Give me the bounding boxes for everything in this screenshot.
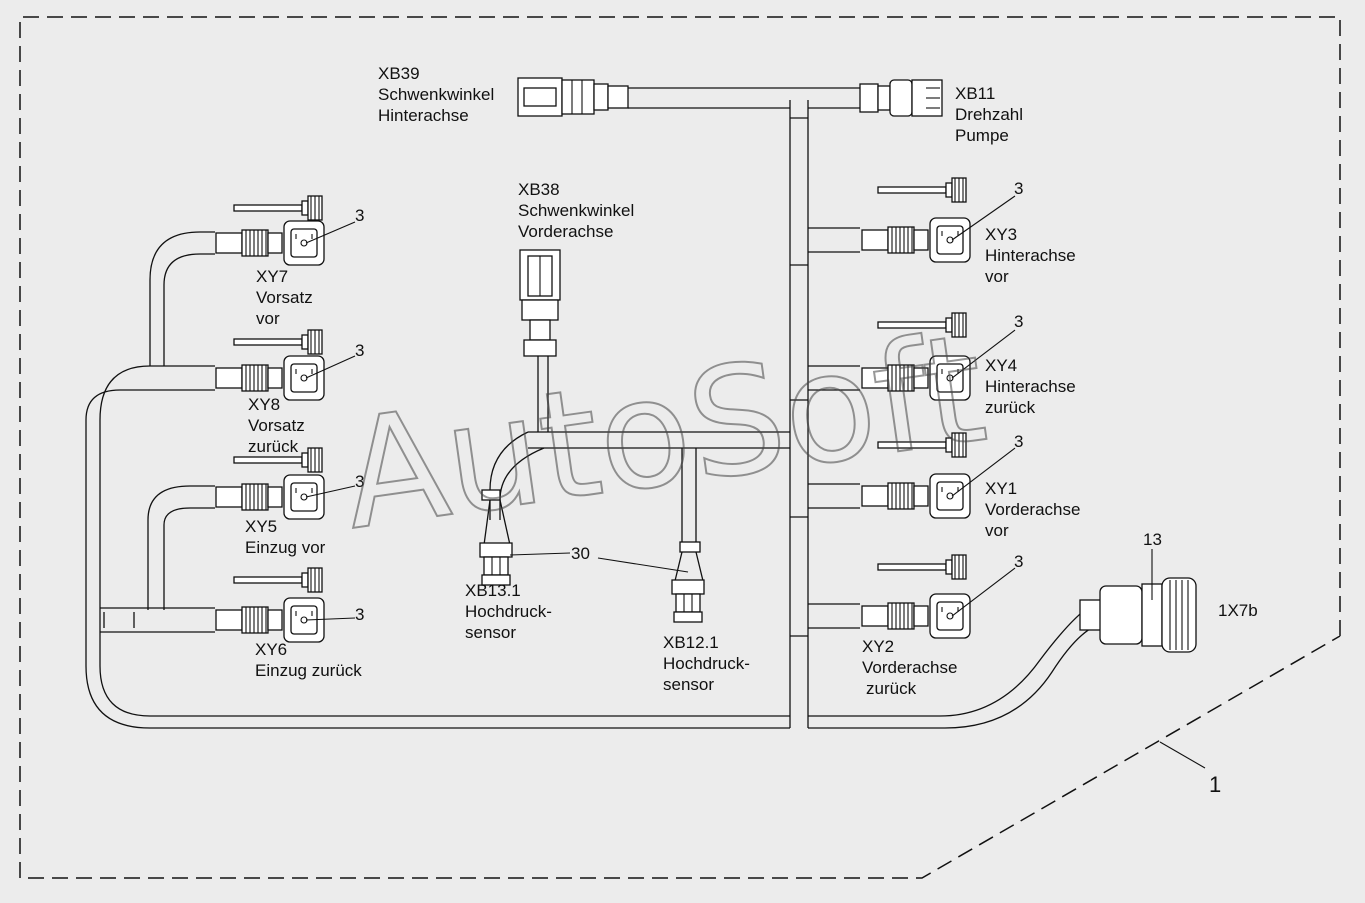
xy8-valve-plug xyxy=(215,355,325,401)
xb38-line2: Vorderachse xyxy=(518,222,613,241)
xb13-1-line1: Hochdruck- xyxy=(465,602,552,621)
xy7-desc2: vor xyxy=(256,309,280,328)
callout-1: 1 xyxy=(1209,772,1221,797)
xy7-id: XY7 xyxy=(256,267,288,286)
xy7-valve-plug xyxy=(215,220,325,266)
xb11-line2: Pumpe xyxy=(955,126,1009,145)
leader-lines xyxy=(305,195,1206,769)
xy4-id: XY4 xyxy=(985,356,1017,375)
xy7-desc1: Vorsatz xyxy=(256,288,313,307)
xy3-valve-plug xyxy=(861,217,971,263)
xb11-connector xyxy=(859,79,943,117)
xy5-desc1: Einzug vor xyxy=(245,538,326,557)
xy4-desc1: Hinterachse xyxy=(985,377,1076,396)
watermark: AutoSoft xyxy=(333,302,995,564)
xy5-id: XY5 xyxy=(245,517,277,536)
xb12-1-sensor xyxy=(671,579,705,623)
callout-3-xy4: 3 xyxy=(1014,312,1023,331)
xy8-desc1: Vorsatz xyxy=(248,416,305,435)
1x7b-round-plug xyxy=(1079,577,1197,653)
xy4-desc2: zurück xyxy=(985,398,1036,417)
xy6-desc1: Einzug zurück xyxy=(255,661,362,680)
xb11-id: XB11 xyxy=(955,84,995,103)
callout-13: 13 xyxy=(1143,530,1162,549)
callout-3-xy3: 3 xyxy=(1014,179,1023,198)
xy2-desc1: Vorderachse xyxy=(862,658,957,677)
xb12-1-id: XB12.1 xyxy=(663,633,719,652)
xb39-line2: Hinterachse xyxy=(378,106,469,125)
callout-3-xy6: 3 xyxy=(355,605,364,624)
xy3-desc1: Hinterachse xyxy=(985,246,1076,265)
xy8-desc2: zurück xyxy=(248,437,299,456)
xb11-line1: Drehzahl xyxy=(955,105,1023,124)
callout-3-xy1: 3 xyxy=(1014,432,1023,451)
xb12-1-line2: sensor xyxy=(663,675,714,694)
callout-3-xy2: 3 xyxy=(1014,552,1023,571)
xb38-id: XB38 xyxy=(518,180,560,199)
kit-boundary xyxy=(19,16,1341,879)
xy1-desc1: Vorderachse xyxy=(985,500,1080,519)
callout-3-xy7: 3 xyxy=(355,206,364,225)
callout-30: 30 xyxy=(571,544,590,563)
1x7b-label: 1X7b xyxy=(1218,601,1258,620)
xb39-connector xyxy=(517,77,629,117)
xb12-1-line1: Hochdruck- xyxy=(663,654,750,673)
xy1-desc2: vor xyxy=(985,521,1009,540)
xb38-connector xyxy=(519,249,561,357)
xy6-id: XY6 xyxy=(255,640,287,659)
xb38-line1: Schwenkwinkel xyxy=(518,201,634,220)
xy8-id: XY8 xyxy=(248,395,280,414)
xb39-line1: Schwenkwinkel xyxy=(378,85,494,104)
xy2-desc2: zurück xyxy=(866,679,917,698)
xy2-id: XY2 xyxy=(862,637,894,656)
xy1-id: XY1 xyxy=(985,479,1017,498)
xb13-1-line2: sensor xyxy=(465,623,516,642)
xy3-desc2: vor xyxy=(985,267,1009,286)
xy3-id: XY3 xyxy=(985,225,1017,244)
harness-cables xyxy=(85,87,1096,729)
xb13-1-id: XB13.1 xyxy=(465,581,521,600)
callout-3-xy5: 3 xyxy=(355,472,364,491)
xb39-id: XB39 xyxy=(378,64,420,83)
xy2-valve-plug xyxy=(861,593,971,639)
xb13-1-sensor xyxy=(479,542,513,586)
callout-3-xy8: 3 xyxy=(355,341,364,360)
